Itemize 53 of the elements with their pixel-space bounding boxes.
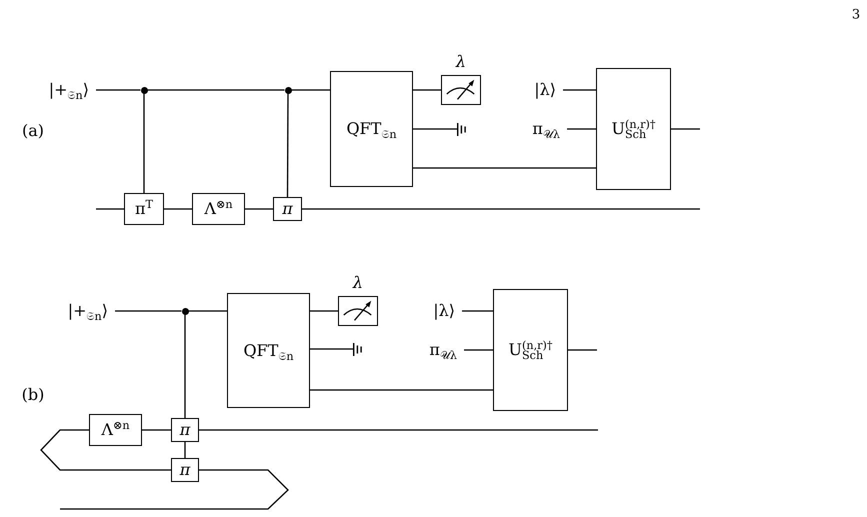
state-label: π$_{𝒰λ}$ [532, 120, 567, 138]
control-dot [140, 86, 148, 94]
wire [143, 94, 145, 193]
gate-box: QFT$_{𝔖n}$ [330, 71, 413, 187]
gate-box: Λ$^{⊗n}$ [89, 414, 142, 446]
wire [292, 89, 330, 91]
gate-box: QFT$_{𝔖n}$ [227, 293, 310, 408]
wire [413, 89, 441, 91]
wire [568, 349, 597, 351]
gate-box: π [171, 418, 199, 442]
wire [413, 128, 457, 130]
wire [148, 89, 284, 91]
state-label: π$_{𝒰λ}$ [429, 340, 464, 360]
control-dot [284, 86, 292, 94]
wire [115, 310, 182, 312]
wire [188, 310, 227, 312]
wire [142, 429, 171, 431]
wire [40, 429, 171, 471]
wire [462, 310, 493, 312]
measurement-label: λ [352, 274, 364, 292]
gate-box: π$^{T}$ [124, 193, 164, 225]
wire [164, 208, 192, 210]
wire [310, 389, 493, 391]
gate-box: Λ$^{⊗n}$ [192, 193, 245, 225]
wire [96, 89, 140, 91]
state-label: |λ⟩ [433, 302, 462, 320]
wire [96, 208, 124, 210]
measurement-label: λ [456, 53, 466, 71]
gate-box: π [273, 197, 302, 221]
wire [302, 208, 700, 210]
page-number: 3 [852, 8, 860, 24]
wire [310, 348, 353, 350]
wire [184, 314, 186, 418]
wire [413, 167, 596, 169]
ground-symbol [457, 122, 466, 136]
gate-box: π [171, 458, 199, 482]
state-label: |λ⟩ [534, 80, 563, 100]
control-dot [182, 308, 188, 314]
panel-label: (b) [22, 386, 44, 404]
wire [464, 349, 493, 351]
wire [184, 442, 186, 458]
wire [671, 128, 700, 130]
state-label: |+$_{𝔖n}$⟩ [48, 80, 96, 100]
ground-symbol [353, 342, 362, 356]
wire [199, 429, 598, 431]
wire [60, 469, 289, 510]
wire [567, 128, 596, 130]
wire [310, 310, 338, 312]
wire [286, 94, 289, 197]
wire [563, 89, 596, 91]
panel-label: (a) [22, 122, 44, 140]
wire [245, 208, 273, 210]
state-label: |+$_{𝔖n}$⟩ [68, 302, 115, 320]
